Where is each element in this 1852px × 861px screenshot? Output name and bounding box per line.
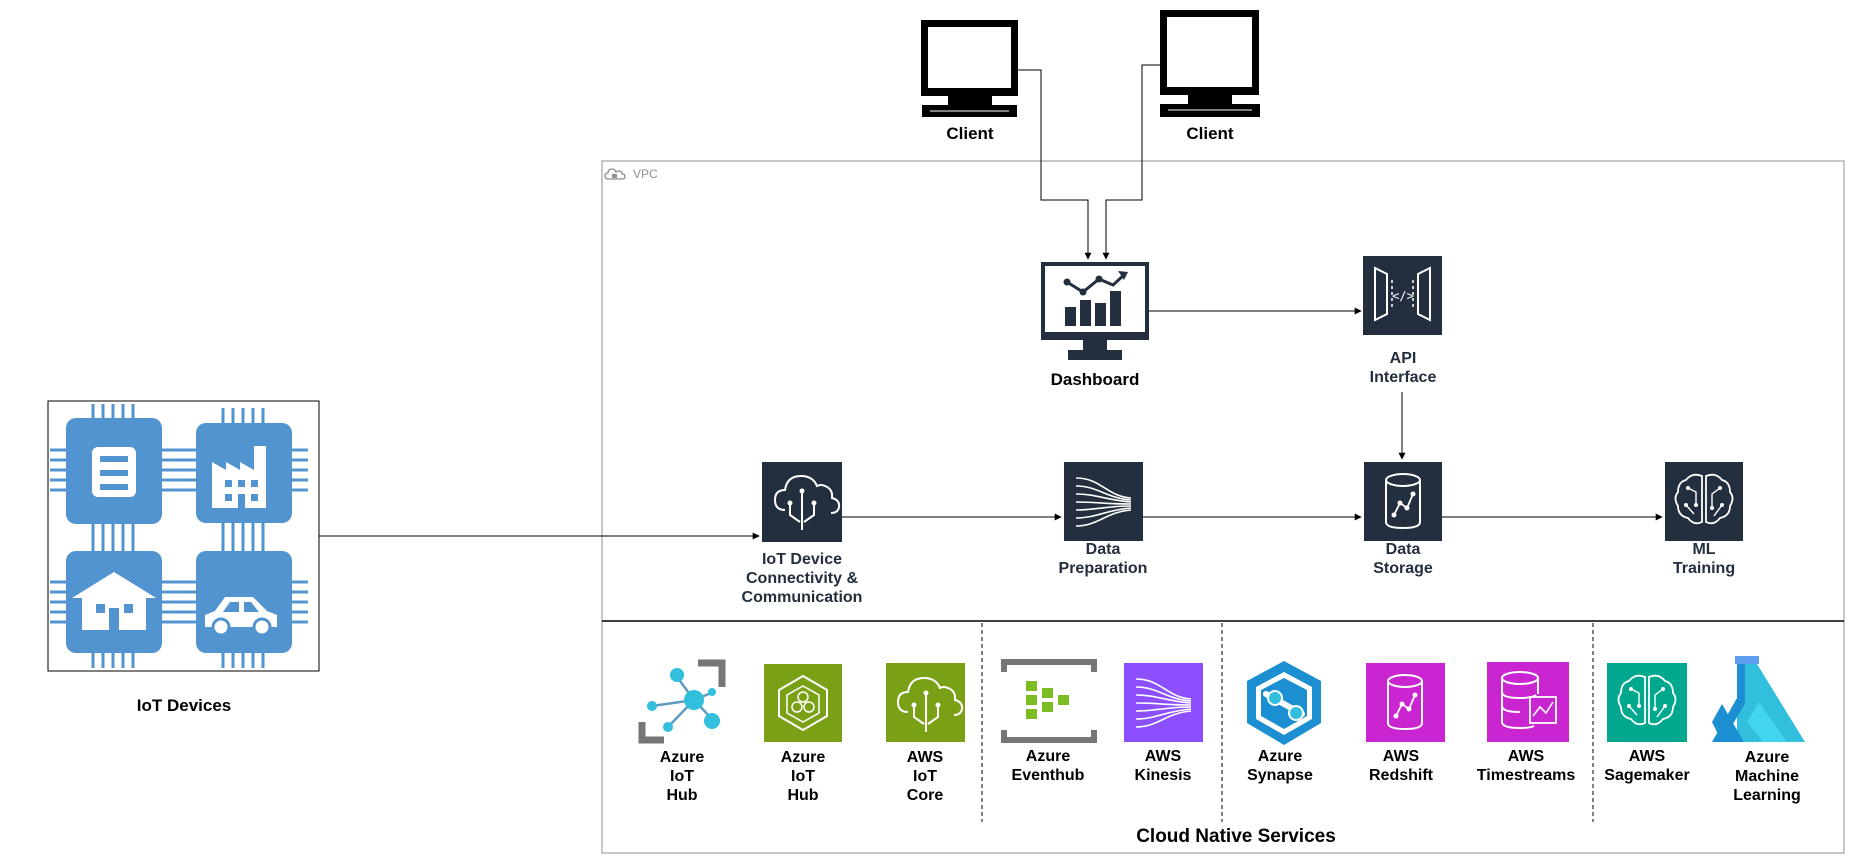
client-to-dashboard-connector bbox=[1102, 64, 1160, 260]
service-label: AWS Kinesis bbox=[1134, 748, 1192, 784]
ml-training-label: ML Training bbox=[1672, 541, 1736, 577]
service-label: Azure Synapse bbox=[1247, 748, 1313, 784]
client-to-dashboard-connector bbox=[1018, 69, 1092, 260]
azure-synapse-icon bbox=[1247, 661, 1321, 745]
vpc-boundary bbox=[601, 160, 1845, 854]
service-label: AWS Redshift bbox=[1369, 748, 1433, 784]
aws-iot-core-icon bbox=[886, 663, 965, 742]
aws-kinesis-icon bbox=[1124, 663, 1203, 742]
api-interface-label: API Interface bbox=[1369, 350, 1437, 386]
service-label: Azure IoT Hub bbox=[659, 749, 705, 804]
iot-connectivity-label: IoT Device Connectivity & Communication bbox=[741, 551, 863, 606]
data-preparation-label: Data Preparation bbox=[1058, 541, 1148, 577]
azure-eventhub-icon bbox=[1001, 659, 1097, 743]
svg-text:</>: </> bbox=[1392, 289, 1414, 303]
dashboard-icon bbox=[1041, 262, 1149, 360]
azure-iot-hub-icon bbox=[638, 659, 726, 744]
vpc-cloud-icon bbox=[604, 168, 626, 180]
vpc-label: VPC bbox=[633, 167, 658, 181]
service-label: AWS Timestreams bbox=[1476, 748, 1576, 784]
service-label: AWS IoT Core bbox=[906, 749, 944, 804]
azure-iot-hub-chip-icon bbox=[764, 664, 842, 742]
client-label: Client bbox=[1186, 124, 1234, 143]
data-preparation-icon bbox=[1064, 462, 1143, 541]
data-storage-icon bbox=[1364, 462, 1442, 541]
service-label: Azure IoT Hub bbox=[780, 749, 826, 804]
service-label: Azure Machine Learning bbox=[1733, 749, 1801, 804]
client-monitor-icon bbox=[1160, 10, 1260, 117]
service-label: AWS Sagemaker bbox=[1604, 748, 1690, 784]
iot-devices-label: IoT Devices bbox=[136, 696, 232, 715]
api-gateway-icon: </> bbox=[1363, 256, 1442, 335]
azure-machine-learning-icon bbox=[1712, 656, 1805, 742]
aws-redshift-icon bbox=[1366, 663, 1445, 742]
iot-connectivity-icon bbox=[762, 462, 842, 542]
dashboard-label: Dashboard bbox=[1050, 370, 1140, 389]
service-label: Azure Eventhub bbox=[1011, 748, 1085, 784]
client-label: Client bbox=[946, 124, 994, 143]
aws-timestream-icon bbox=[1487, 662, 1569, 742]
data-storage-label: Data Storage bbox=[1373, 541, 1433, 577]
cloud-native-services-title: Cloud Native Services bbox=[1136, 826, 1336, 847]
client-monitor-icon bbox=[921, 20, 1018, 117]
iot-devices-icon bbox=[47, 400, 320, 672]
ml-training-icon bbox=[1665, 462, 1743, 541]
aws-sagemaker-icon bbox=[1607, 663, 1687, 742]
